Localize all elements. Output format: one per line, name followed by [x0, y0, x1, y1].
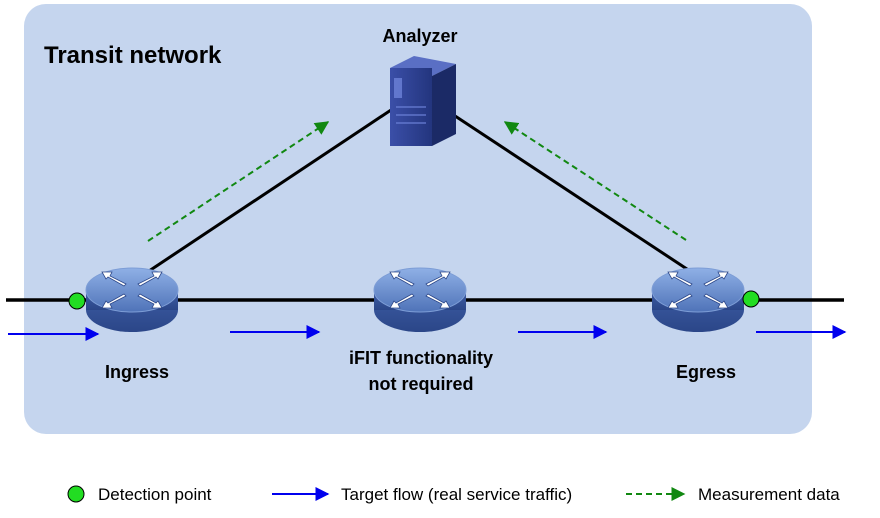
detection-point-egress — [742, 290, 760, 308]
detection-point-ingress — [68, 292, 86, 310]
legend-measurement-label: Measurement data — [698, 485, 840, 504]
legend-target-flow-label: Target flow (real service traffic) — [341, 485, 572, 504]
legend-detection-point-label: Detection point — [98, 485, 212, 504]
server-icon — [390, 56, 456, 146]
network-title: Transit network — [44, 42, 222, 69]
legend: Detection point Target flow (real servic… — [67, 485, 840, 504]
egress-label: Egress — [676, 362, 736, 382]
transit-network-panel — [24, 4, 812, 434]
egress-analyzer-link — [445, 108, 697, 277]
legend-detection-point-marker — [67, 485, 85, 503]
router-icon — [85, 267, 179, 333]
middle-label-line1: iFIT functionality — [349, 348, 493, 368]
middle-label-line2: not required — [368, 374, 473, 394]
router-icon — [373, 267, 467, 333]
analyzer-label: Analyzer — [382, 26, 457, 46]
ingress-analyzer-link — [139, 106, 395, 279]
measurement-arrow-egress — [503, 121, 687, 241]
measurement-arrow-ingress — [147, 121, 330, 242]
ingress-label: Ingress — [105, 362, 169, 382]
router-icon — [651, 267, 745, 333]
